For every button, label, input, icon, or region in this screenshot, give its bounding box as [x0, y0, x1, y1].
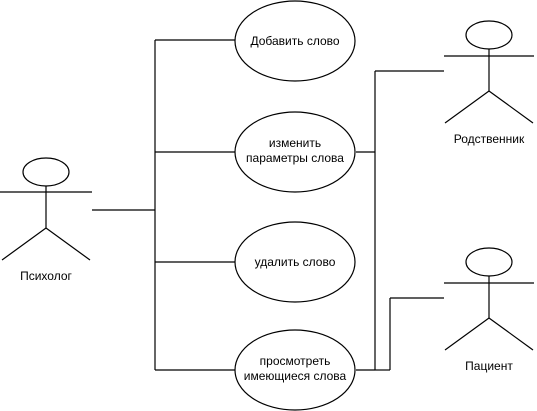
- use-case-change-params: изменить параметры слова: [234, 111, 356, 193]
- use-case-ellipse: [234, 0, 356, 82]
- actor-left-leg: [1, 227, 47, 261]
- use-case-ellipse: [234, 329, 356, 411]
- psychologist-connectors: [92, 39, 235, 371]
- patient-connectors: [375, 297, 444, 371]
- actor-label-patient: Пациент: [465, 359, 513, 373]
- use-case-delete-word: удалить слово: [234, 221, 356, 303]
- actor-relative: Родственник: [444, 20, 534, 146]
- relative-connectors: [356, 70, 444, 371]
- actor-left-leg: [444, 317, 490, 351]
- actor-head: [465, 20, 513, 50]
- use-case-label: Добавить слово: [250, 34, 339, 48]
- actor-left-leg: [444, 90, 490, 124]
- actor-head: [22, 157, 70, 187]
- actor-head: [465, 247, 513, 277]
- actor-right-leg: [488, 317, 534, 351]
- actor-label-psychologist: Психолог: [20, 269, 72, 283]
- use-case-label-line2: параметры слова: [246, 151, 344, 165]
- use-case-add-word: Добавить слово: [234, 0, 356, 82]
- use-case-label-line2: имеющиеся слова: [244, 369, 347, 383]
- use-case-label-line1: просмотреть: [260, 354, 331, 368]
- use-case-ellipse: [234, 111, 356, 193]
- actor-patient: Пациент: [444, 247, 534, 373]
- actor-label-relative: Родственник: [454, 132, 525, 146]
- use-case-view-words: просмотреть имеющиеся слова: [234, 329, 356, 411]
- use-case-label-line1: изменить: [269, 136, 321, 150]
- actor-psychologist: Психолог: [0, 157, 92, 283]
- use-case-ellipse: [234, 221, 356, 303]
- actor-right-leg: [488, 90, 534, 124]
- actor-right-leg: [45, 227, 91, 261]
- use-case-label: удалить слово: [255, 255, 336, 269]
